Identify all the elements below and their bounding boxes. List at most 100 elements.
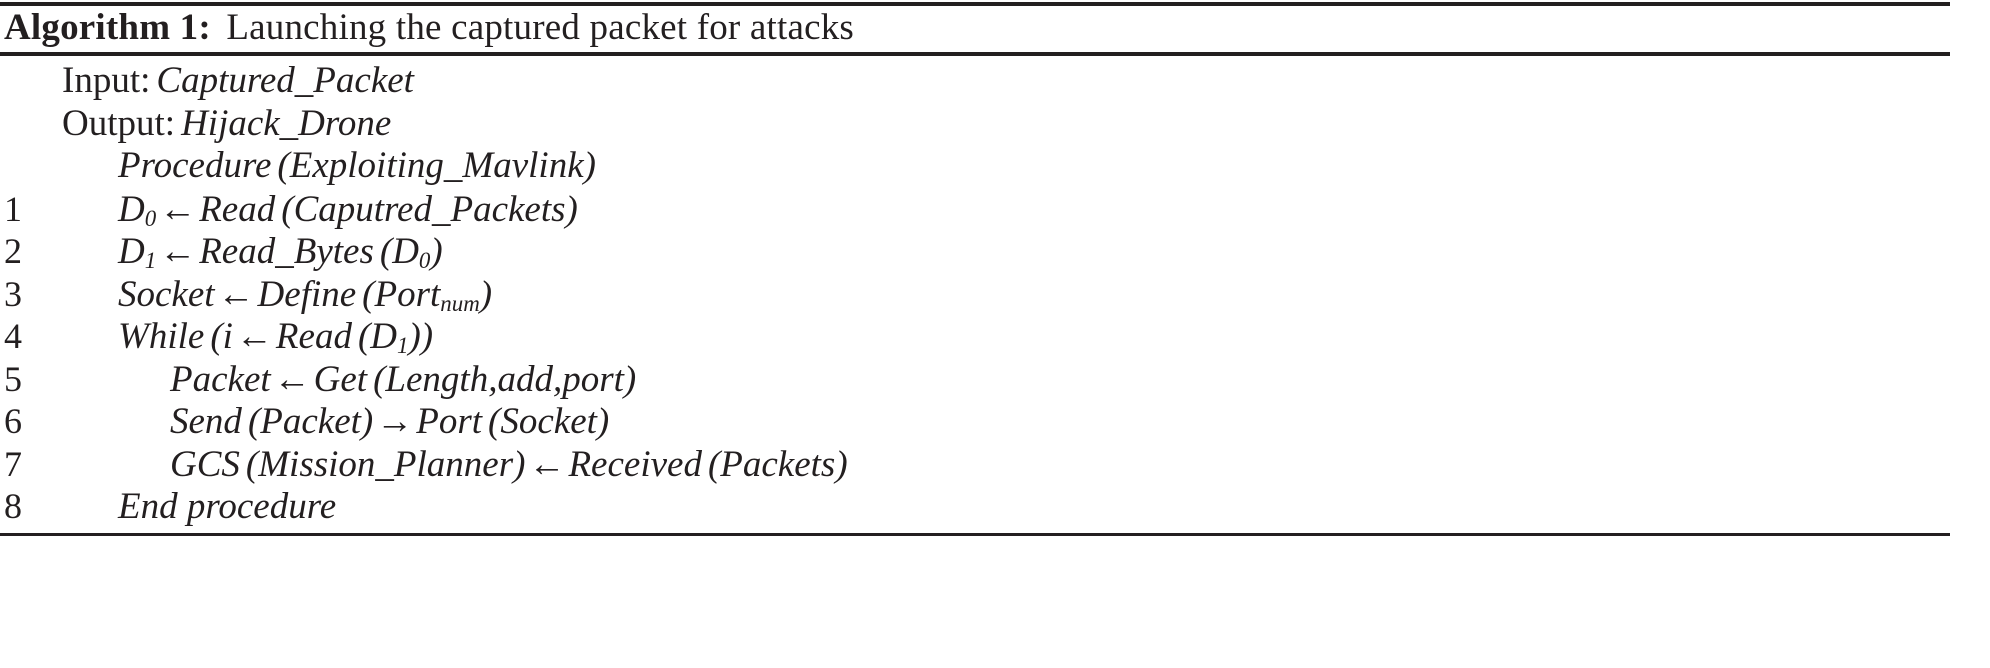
- step3-argument: Port: [374, 273, 441, 315]
- step6-open-paren-1: (: [247, 401, 261, 442]
- step-content-5: Packet←Get(Length,add,port): [62, 359, 1950, 402]
- algorithm-label: Algorithm 1:: [4, 7, 211, 48]
- step7-function-1: GCS: [170, 443, 240, 485]
- step5-function: Get: [313, 358, 368, 400]
- step1-var: D: [118, 188, 145, 230]
- left-arrow-icon: ←: [273, 358, 311, 400]
- procedure-keyword: Procedure: [118, 145, 272, 186]
- input-content: Input:Captured_Packet: [62, 60, 1950, 103]
- step2-var: D: [118, 231, 145, 272]
- step1-argument: Caputred_Packets: [293, 188, 566, 230]
- step1-var-subscript: 0: [144, 205, 157, 231]
- output-value: Hijack_Drone: [181, 102, 392, 144]
- step-content-7: GCS(Mission_Planner)←Received(Packets): [62, 444, 1950, 487]
- step2-var-subscript: 1: [144, 248, 157, 274]
- step1-open-paren: (: [281, 188, 294, 230]
- right-arrow-icon: →: [376, 401, 414, 442]
- step-content-3: Socket←Define(Portnum): [62, 274, 1950, 326]
- algorithm-body: Input:Captured_Packet Output:Hijack_Dron…: [0, 56, 1950, 528]
- input-keyword: Input:: [62, 60, 151, 101]
- left-arrow-icon: ←: [235, 316, 273, 357]
- left-arrow-icon: ←: [528, 443, 566, 485]
- step-line-1: 1 D0←Read(Caputred_Packets): [4, 188, 1950, 231]
- line-number: 1: [4, 188, 22, 229]
- step-line-4: 4 While(i←Read(D1)): [4, 315, 1950, 358]
- left-arrow-icon: ←: [159, 188, 197, 230]
- procedure-content: Procedure(Exploiting_Mavlink): [62, 145, 1950, 188]
- step5-close-paren: ): [623, 358, 637, 400]
- step-line-6: 6 Send(Packet)→Port(Socket): [4, 400, 1950, 443]
- step-content-4: While(i←Read(D1)): [62, 316, 1950, 368]
- step4-while-keyword: While: [118, 316, 205, 357]
- step7-argument-1: Mission_Planner: [258, 443, 514, 485]
- step6-argument-1: Packet: [260, 401, 361, 442]
- line-number: 6: [4, 401, 22, 441]
- step-content-2: D1←Read_Bytes(D0): [62, 231, 1950, 283]
- output-content: Output:Hijack_Drone: [62, 103, 1950, 146]
- algorithm-caption: Algorithm 1: Launching the captured pack…: [0, 6, 1950, 49]
- line-number: 3: [4, 273, 22, 314]
- output-line: Output:Hijack_Drone: [4, 103, 1950, 146]
- step2-function: Read_Bytes: [199, 231, 374, 272]
- step7-open-paren-1: (: [245, 443, 259, 485]
- step4-open-paren-2: (: [357, 316, 371, 357]
- step-content-8: End procedure: [62, 486, 1950, 529]
- line-number: 2: [4, 231, 22, 271]
- step5-comma-2: ,: [552, 358, 563, 400]
- step5-open-paren: (: [373, 358, 386, 400]
- step-content-6: Send(Packet)→Port(Socket): [62, 401, 1950, 444]
- step6-function-2: Port: [416, 401, 483, 442]
- step1-close-paren: ): [565, 188, 578, 230]
- step4-argument-subscript: 1: [397, 333, 409, 359]
- algorithm-block: Algorithm 1: Launching the captured pack…: [0, 2, 1950, 536]
- step7-close-paren-1: ): [513, 443, 526, 485]
- step2-argument-subscript: 0: [418, 248, 431, 274]
- step4-close-parens: )): [408, 316, 434, 357]
- step8-end-procedure: End procedure: [118, 486, 337, 527]
- step5-comma-1: ,: [488, 358, 498, 400]
- step5-var: Packet: [170, 358, 271, 400]
- step2-open-paren: (: [379, 231, 393, 272]
- line-number: 8: [4, 486, 22, 526]
- step2-close-paren: ): [430, 231, 443, 272]
- step7-close-paren-2: ): [835, 443, 848, 485]
- step3-close-paren: ): [479, 273, 493, 315]
- step3-open-paren: (: [362, 273, 375, 315]
- step3-function: Define: [257, 273, 357, 315]
- step4-loop-var: i: [222, 316, 233, 357]
- line-number: 7: [4, 443, 22, 484]
- step1-function: Read: [199, 188, 276, 230]
- algorithm-title: Launching the captured packet for attack…: [226, 7, 855, 48]
- line-number: 5: [4, 358, 22, 399]
- step6-close-paren-1: ): [360, 401, 374, 442]
- step4-argument: D: [370, 316, 398, 357]
- step7-argument-2: Packets: [720, 443, 836, 485]
- step-line-7: 7 GCS(Mission_Planner)←Received(Packets): [4, 443, 1950, 486]
- line-number: 4: [4, 316, 22, 356]
- step5-argument-2: add: [497, 358, 553, 400]
- step-content-1: D0←Read(Caputred_Packets): [62, 189, 1950, 241]
- output-keyword: Output:: [62, 102, 176, 144]
- step4-function: Read: [275, 316, 352, 357]
- step6-close-paren-2: ): [596, 401, 610, 442]
- procedure-line: Procedure(Exploiting_Mavlink): [4, 145, 1950, 188]
- step3-argument-subscript: num: [440, 290, 480, 316]
- step6-open-paren-2: (: [488, 401, 501, 442]
- rule-caption-separator: [0, 52, 1950, 56]
- step5-argument-1: Length: [385, 358, 489, 400]
- rule-top: [0, 2, 1950, 6]
- step6-function-1: Send: [170, 401, 242, 442]
- step3-var: Socket: [118, 273, 215, 315]
- step7-function-2: Received: [568, 443, 702, 485]
- input-value: Captured_Packet: [156, 60, 414, 101]
- step5-argument-3: port: [562, 358, 624, 400]
- left-arrow-icon: ←: [217, 273, 255, 315]
- step-line-8: 8 End procedure: [4, 485, 1950, 528]
- procedure-args: (Exploiting_Mavlink): [277, 145, 596, 186]
- step6-argument-2: Socket: [500, 401, 597, 442]
- step7-open-paren-2: (: [707, 443, 721, 485]
- step-line-3: 3 Socket←Define(Portnum): [4, 273, 1950, 316]
- left-arrow-icon: ←: [159, 231, 197, 272]
- step-line-5: 5 Packet←Get(Length,add,port): [4, 358, 1950, 401]
- rule-bottom: [0, 532, 1950, 536]
